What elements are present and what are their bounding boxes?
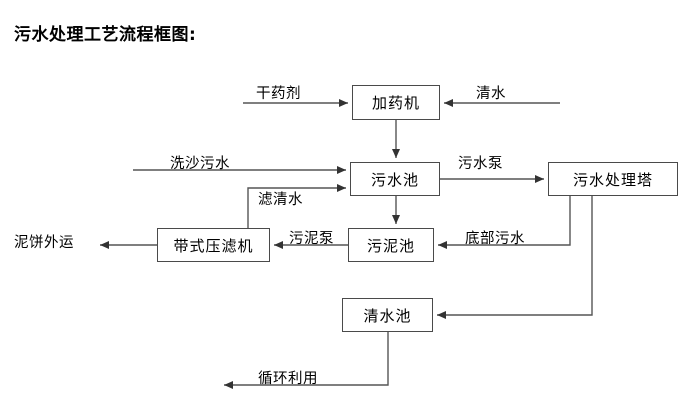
- edge-label-sand-wash-water: 洗沙污水: [170, 156, 230, 172]
- node-label: 带式压滤机: [173, 236, 254, 255]
- node-sludge-pool[interactable]: 污泥池: [348, 228, 434, 262]
- edge-label-wastewater-pump: 污水泵: [458, 156, 503, 172]
- page-title: 污水处理工艺流程框图:: [14, 25, 197, 45]
- node-belt-filter-press[interactable]: 带式压滤机: [157, 228, 270, 262]
- edge-label-filtered-water: 滤清水: [258, 192, 303, 208]
- node-label: 污泥池: [366, 236, 415, 255]
- edge-label-dry-chemical: 干药剂: [256, 86, 301, 102]
- edge-filtered-to-pool: [247, 184, 346, 228]
- node-dosing-machine[interactable]: 加药机: [352, 85, 440, 120]
- node-treatment-tower[interactable]: 污水处理塔: [548, 162, 678, 196]
- edge-cleanwater-to-recycle: [224, 332, 389, 389]
- edge-tower-to-cleanwater: [437, 196, 593, 319]
- edge-tower-to-sludge: [438, 196, 571, 249]
- node-wastewater-pool[interactable]: 污水池: [350, 162, 440, 196]
- edge-label-bottom-wastewater: 底部污水: [465, 231, 525, 247]
- node-clean-water-pool[interactable]: 清水池: [342, 298, 433, 332]
- edge-label-sludge-pump: 污泥泵: [289, 231, 334, 247]
- node-label: 加药机: [371, 94, 420, 112]
- terminal-label-mud-cake-out: 泥饼外运: [14, 235, 74, 251]
- node-label: 清水池: [363, 306, 412, 325]
- node-label: 污水处理塔: [572, 170, 653, 189]
- edge-label-clean-water-in: 清水: [476, 86, 506, 102]
- edge-label-recycle-use: 循环利用: [258, 371, 318, 387]
- node-label: 污水池: [370, 170, 419, 189]
